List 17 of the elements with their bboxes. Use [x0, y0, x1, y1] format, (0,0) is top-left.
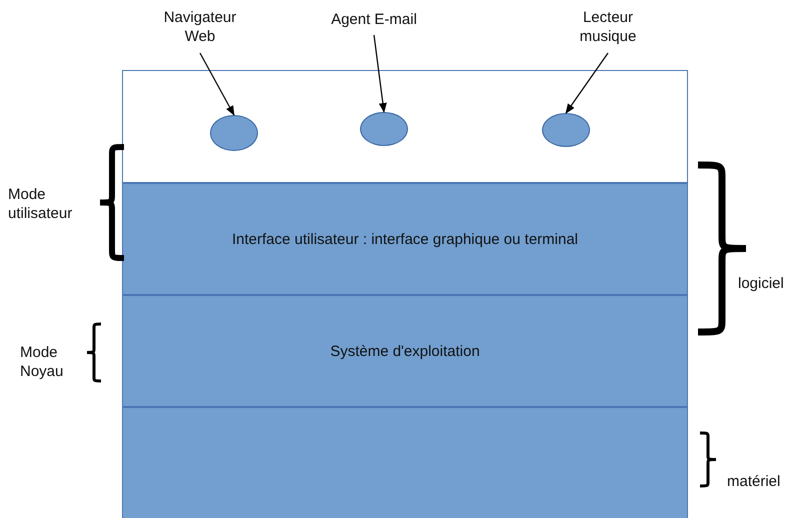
bracket-label: Mode Noyau: [20, 343, 64, 381]
bracket-label: matériel: [727, 472, 780, 491]
app-ellipse: [360, 112, 408, 146]
arrow: [373, 34, 387, 113]
layer-band: [122, 407, 688, 518]
layer-band: Interface utilisateur : interface graphique ou terminal: [122, 183, 688, 295]
layer-band: [122, 70, 688, 183]
app-label: Agent E-mail: [315, 10, 433, 32]
app-label: Navigateur Web: [158, 8, 242, 50]
app-ellipse: [542, 113, 590, 147]
bracket-label: logiciel: [738, 274, 784, 293]
app-label: Lecteur musique: [565, 8, 651, 50]
bracket-label: Mode utilisateur: [8, 185, 74, 223]
arrow: [565, 52, 608, 114]
app-ellipse: [210, 115, 258, 151]
layer-band: Système d'exploitation: [122, 295, 688, 407]
arrow: [199, 52, 235, 116]
